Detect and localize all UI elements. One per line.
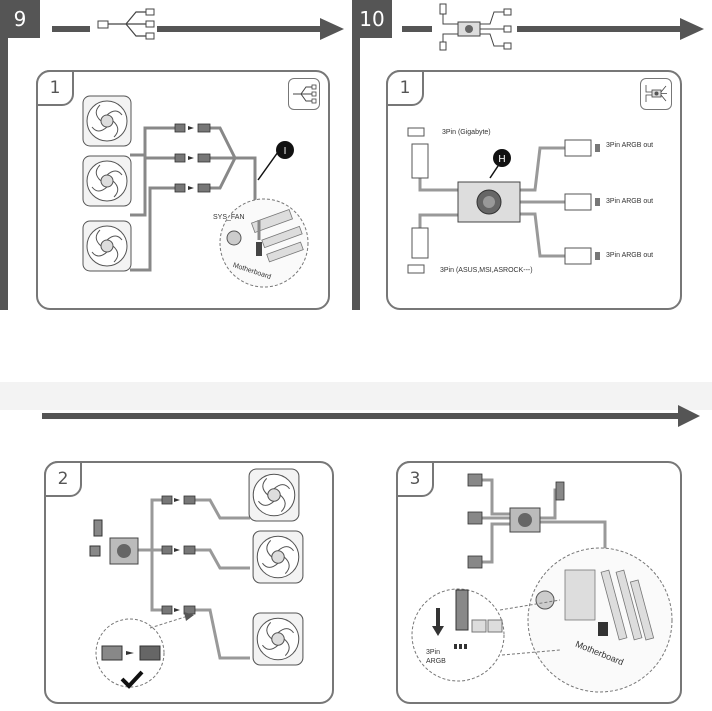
fan-icon <box>82 95 132 147</box>
panel-number-tab: 2 <box>44 461 82 497</box>
panel-number: 2 <box>57 469 69 489</box>
asus-pin-label: 3Pin (ASUS,MSI,ASROCK---) <box>440 267 533 274</box>
hub-fan-diagram <box>89 495 250 688</box>
motherboard-icon <box>219 198 309 288</box>
fan-icon <box>252 612 304 666</box>
fan-icon <box>252 530 304 584</box>
argb-out-label: 3Pin ARGB out <box>606 252 654 259</box>
fan-icon <box>82 155 132 207</box>
splitter-cable-icon <box>293 84 317 104</box>
checkmark-icon <box>120 670 144 689</box>
step-divider-bar <box>352 38 360 310</box>
splitter-cable-icon <box>97 8 155 40</box>
panel-number: 3 <box>409 469 421 489</box>
hub-thumbnail <box>640 78 672 110</box>
step-number: 9 <box>0 0 40 38</box>
arrow-right-icon <box>42 405 700 427</box>
step-number: 10 <box>352 0 392 38</box>
panel-number: 1 <box>49 78 61 98</box>
argb-hub-diagram: H <box>407 127 600 274</box>
argb-hub-icon <box>645 85 667 102</box>
argb-header-label: 3Pin ARGB <box>426 649 446 665</box>
step-number-label: 9 <box>13 7 27 31</box>
panel-number-tab: 1 <box>36 70 74 106</box>
argb-hub-icon <box>439 3 512 51</box>
sys-fan-label: SYS_FAN <box>213 214 245 221</box>
section-separator <box>0 382 712 410</box>
callout-label: H <box>498 154 505 165</box>
hub-motherboard-diagram <box>411 473 673 693</box>
fan-cables: I <box>130 123 294 272</box>
step-number-label: 10 <box>359 7 385 31</box>
arrow-right-icon <box>402 18 704 40</box>
panel-number: 1 <box>399 78 411 98</box>
argb-out-label: 3Pin ARGB out <box>606 142 654 149</box>
fan-icon <box>248 468 300 522</box>
gigabyte-pin-label: 3Pin (Gigabyte) <box>442 129 491 136</box>
panel-number-tab: 3 <box>396 461 434 497</box>
panel-number-tab: 1 <box>386 70 424 106</box>
step-divider-bar <box>0 38 8 310</box>
arrow-right-icon <box>52 18 344 40</box>
argb-out-label: 3Pin ARGB out <box>606 198 654 205</box>
callout-label: I <box>284 146 287 157</box>
fan-icon <box>82 220 132 272</box>
splitter-thumbnail <box>288 78 320 110</box>
